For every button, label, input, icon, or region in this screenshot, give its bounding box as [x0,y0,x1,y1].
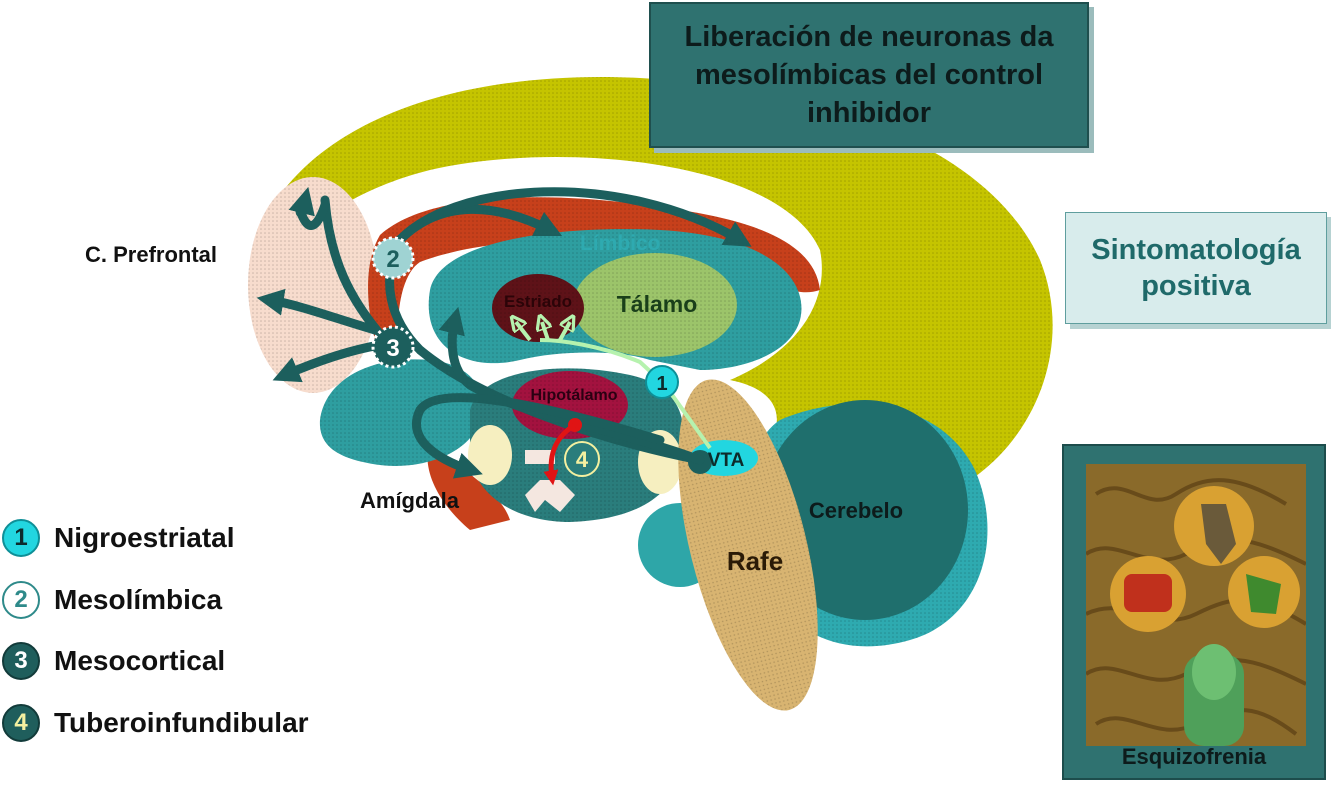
legend-badge: 3 [2,642,40,680]
legend-badge: 1 [2,519,40,557]
symptom-text: Sintomatología positiva [1091,234,1301,302]
legend-badge: 4 [2,704,40,742]
marker-2: 2 [371,236,415,280]
schizophrenia-caption: Esquizofrenia [1121,744,1267,769]
label-cerebellum: Cerebelo [809,498,903,523]
symptom-box: Sintomatología positiva [1065,212,1327,324]
label-limbic: Límbico [580,232,661,255]
svg-text:4: 4 [576,447,589,472]
label-hypothalamus: Hipotálamo [530,387,617,404]
marker-3: 3 [371,325,415,369]
title-box: Liberación de neuronas da mesolímbicas d… [649,2,1089,148]
label-raphe: Rafe [727,546,783,576]
marker-4: 4 [564,441,600,477]
svg-text:2: 2 [386,246,399,273]
legend-label: Tuberoinfundibular [54,707,309,738]
prefrontal-region [248,177,378,393]
legend-item: 4 Tuberoinfundibular [2,703,309,743]
label-amygdala: Amígdala [360,488,460,513]
label-vta: VTA [708,450,745,471]
title-text: Liberación de neuronas da mesolímbicas d… [684,21,1054,129]
thalamus-region [573,253,737,357]
cortex-shape [270,77,1053,500]
amygdala-region [319,359,483,466]
legend-item: 3 Mesocortical [2,641,225,681]
legend-badge: 2 [2,581,40,619]
schizophrenia-panel: Esquizofrenia [1062,444,1326,780]
legend-label: Nigroestriatal [54,522,235,553]
label-prefrontal: C. Prefrontal [85,242,217,267]
dopamine-pathways [256,186,752,479]
svg-text:1: 1 [656,373,667,395]
nigrostriatal-pathway [516,322,712,450]
schizophrenia-painting [1086,464,1306,746]
svg-text:3: 3 [386,335,399,362]
legend-label: Mesocortical [54,645,226,676]
legend-item: 1 Nigroestriatal [2,518,235,558]
label-thalamus: Tálamo [617,291,698,317]
legend-label: Mesolímbica [54,584,223,615]
label-striatum: Estriado [504,292,572,311]
legend-item: 2 Mesolímbica [2,580,222,620]
tuberoinfundibular-pathway [543,418,582,486]
marker-1: 1 [645,365,679,399]
